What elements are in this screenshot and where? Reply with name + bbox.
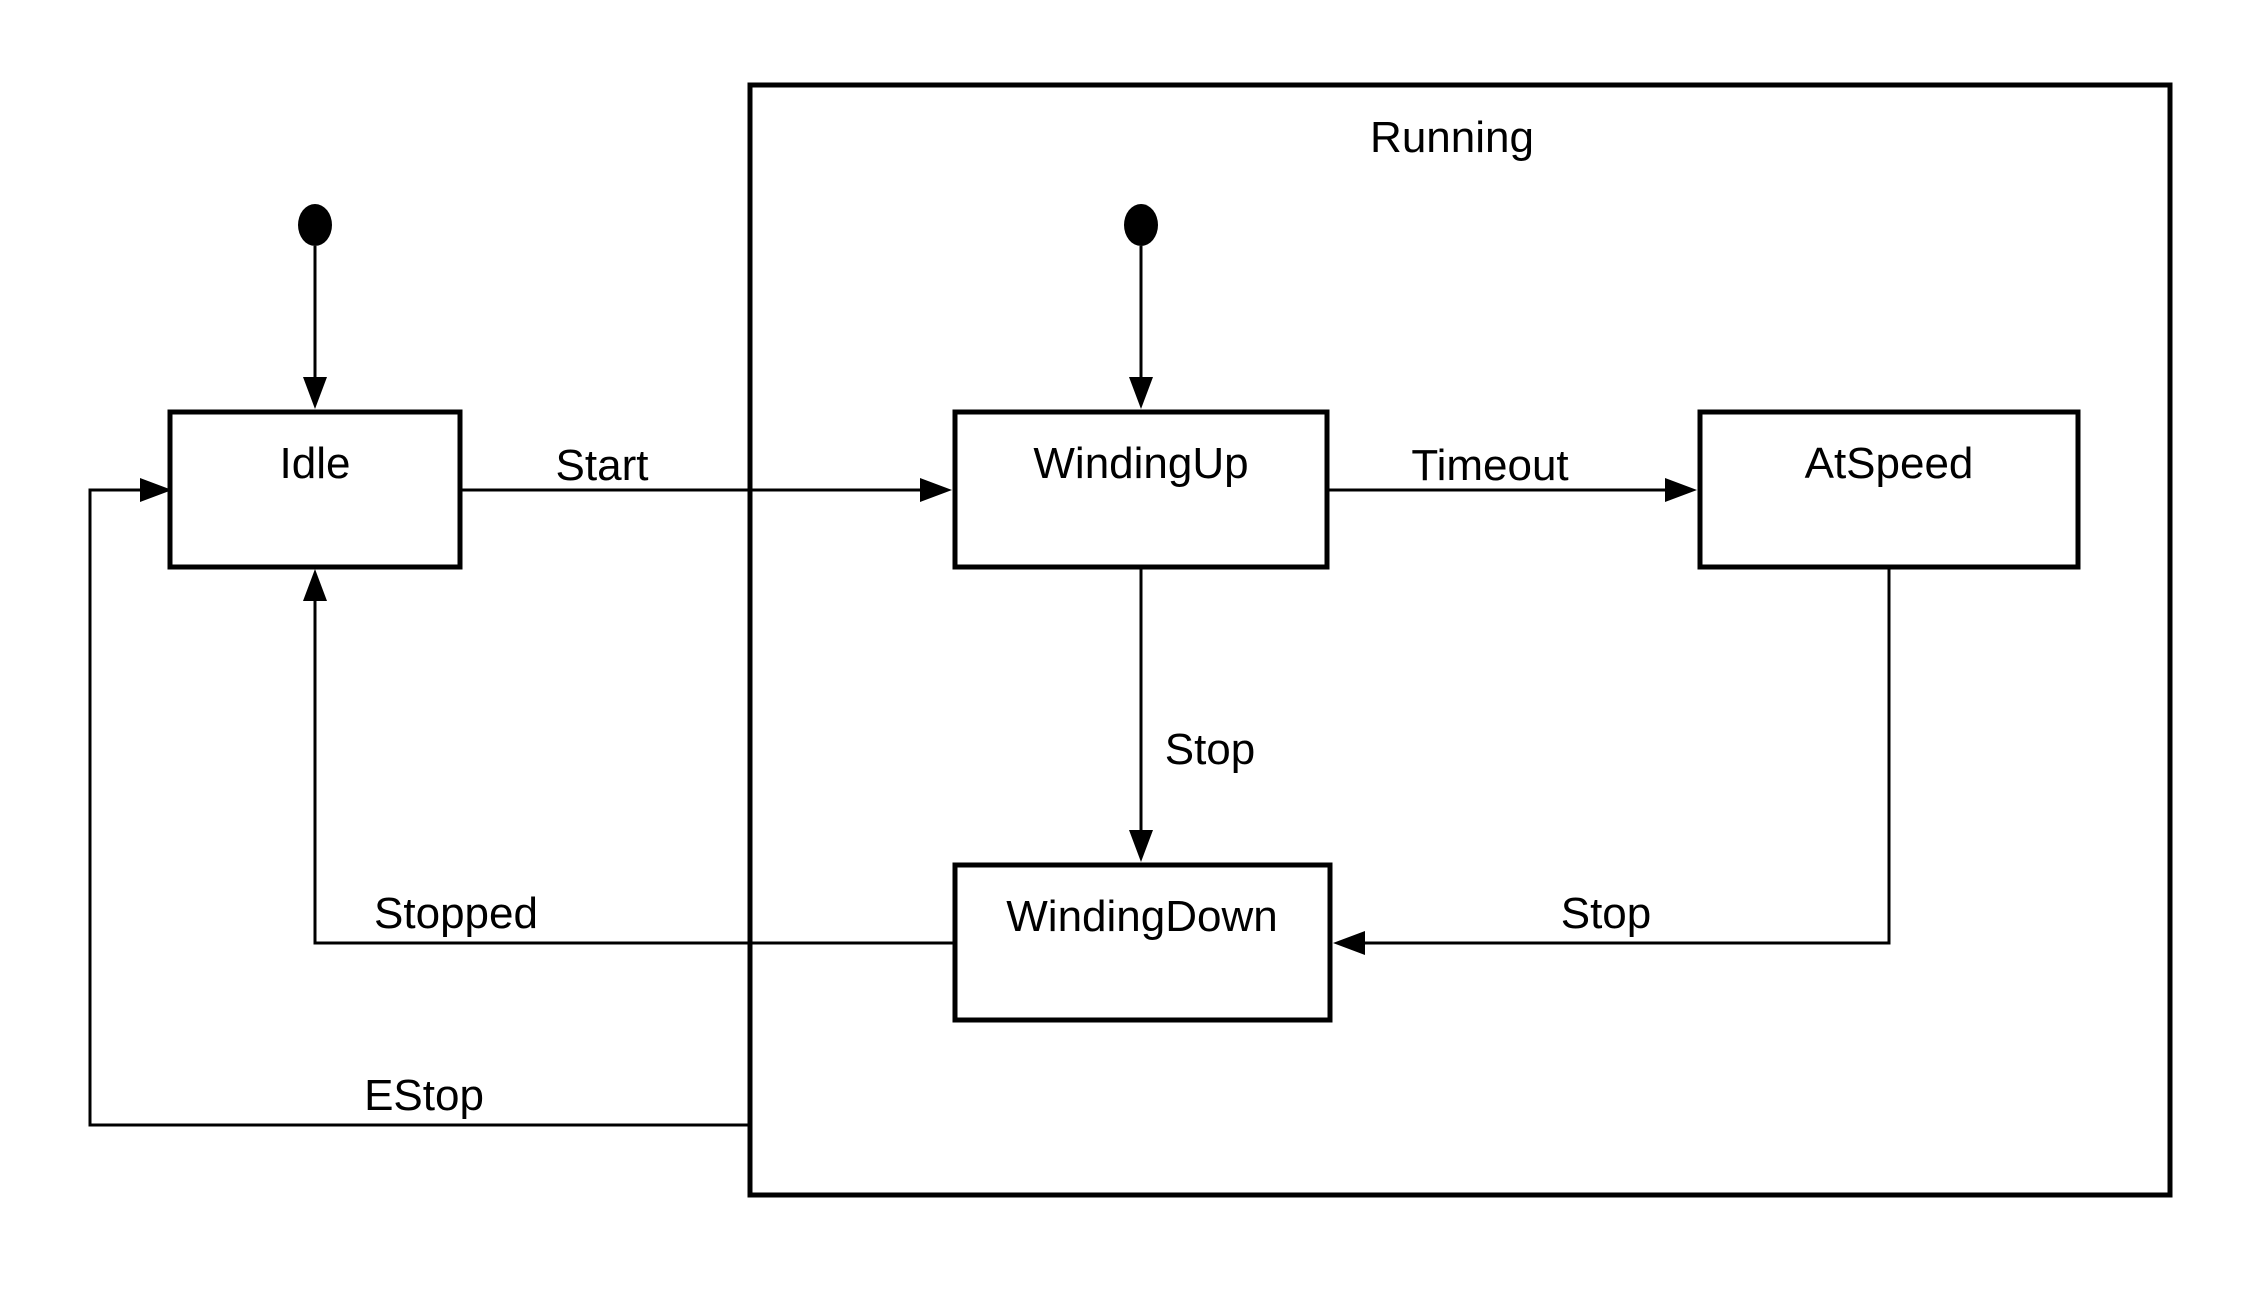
state-box-idle [167, 409, 463, 570]
initial-to-idle-arrowhead [303, 377, 327, 409]
initial-state-dot [1124, 204, 1158, 246]
transition-estop-arrowhead [140, 478, 172, 502]
transition-stopped-arrowhead [303, 569, 327, 601]
transition-estop: EStop [88, 478, 750, 1127]
transition-estop-line [88, 488, 750, 1127]
state-box-windingup [952, 409, 1330, 570]
running-state-box [747, 82, 2173, 1198]
transition-stop-atspeed: Stop [1333, 567, 1891, 955]
transition-stop-atspeed-line [1360, 567, 1891, 945]
initial-state-idle [298, 204, 332, 409]
transition-stop-atspeed-label: Stop [1561, 889, 1652, 938]
transition-start-arrowhead [920, 478, 952, 502]
transition-stop-windingup-label: Stop [1165, 725, 1256, 774]
transition-stopped: Stopped [303, 569, 955, 945]
state-box-atspeed [1697, 409, 2081, 570]
state-windingdown: WindingDown [952, 862, 1333, 1023]
state-box-windingdown [952, 862, 1333, 1023]
initial-state-windingup [1124, 204, 1158, 409]
transition-estop-label: EStop [364, 1071, 484, 1120]
composite-state-running: Running [747, 82, 2173, 1198]
state-idle: Idle [167, 409, 463, 570]
running-state-label: Running [1370, 113, 1534, 162]
state-label-windingdown: WindingDown [1006, 892, 1277, 941]
transition-stop-windingup-arrowhead [1129, 830, 1153, 862]
state-label-idle: Idle [280, 439, 351, 488]
transition-stop-windingup: Stop [1129, 567, 1255, 862]
state-label-atspeed: AtSpeed [1805, 439, 1974, 488]
transition-start: Start [460, 441, 952, 502]
transition-timeout-label: Timeout [1411, 441, 1568, 490]
transition-stop-atspeed-arrowhead [1333, 931, 1365, 955]
transition-stopped-label: Stopped [374, 889, 538, 938]
state-windingup: WindingUp [952, 409, 1330, 570]
transition-timeout: Timeout [1327, 441, 1697, 502]
transition-stopped-line [313, 598, 955, 945]
transition-timeout-arrowhead [1665, 478, 1697, 502]
state-atspeed: AtSpeed [1697, 409, 2081, 570]
initial-state-dot [298, 204, 332, 246]
state-label-windingup: WindingUp [1033, 439, 1248, 488]
transition-start-label: Start [556, 441, 649, 490]
initial-to-windingup-arrowhead [1129, 377, 1153, 409]
